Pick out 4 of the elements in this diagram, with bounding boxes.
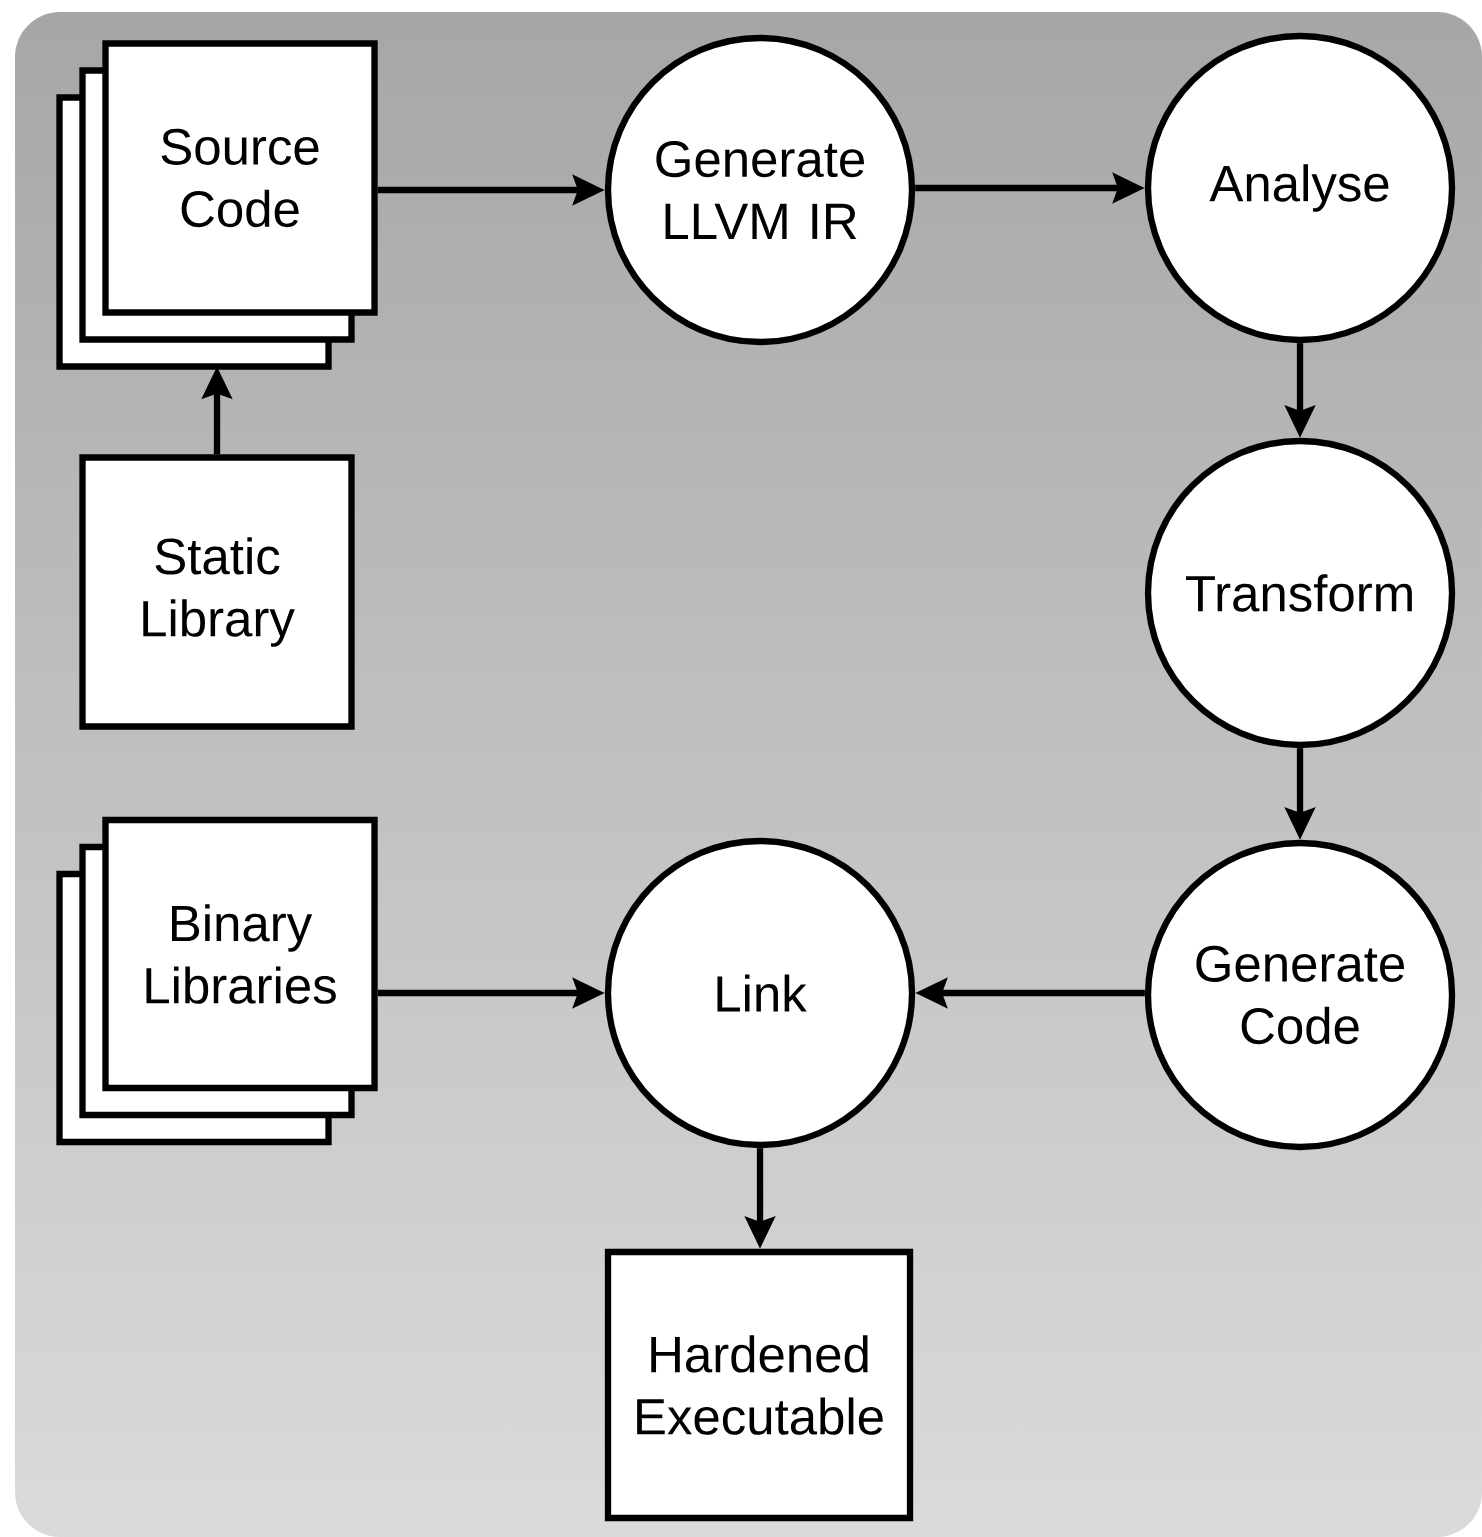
document-stack: Source Code [56,40,378,370]
document-stack: Binary Libraries [56,816,378,1146]
process-box: Static Library [79,454,355,730]
process-box: Hardened Executable [604,1248,914,1522]
